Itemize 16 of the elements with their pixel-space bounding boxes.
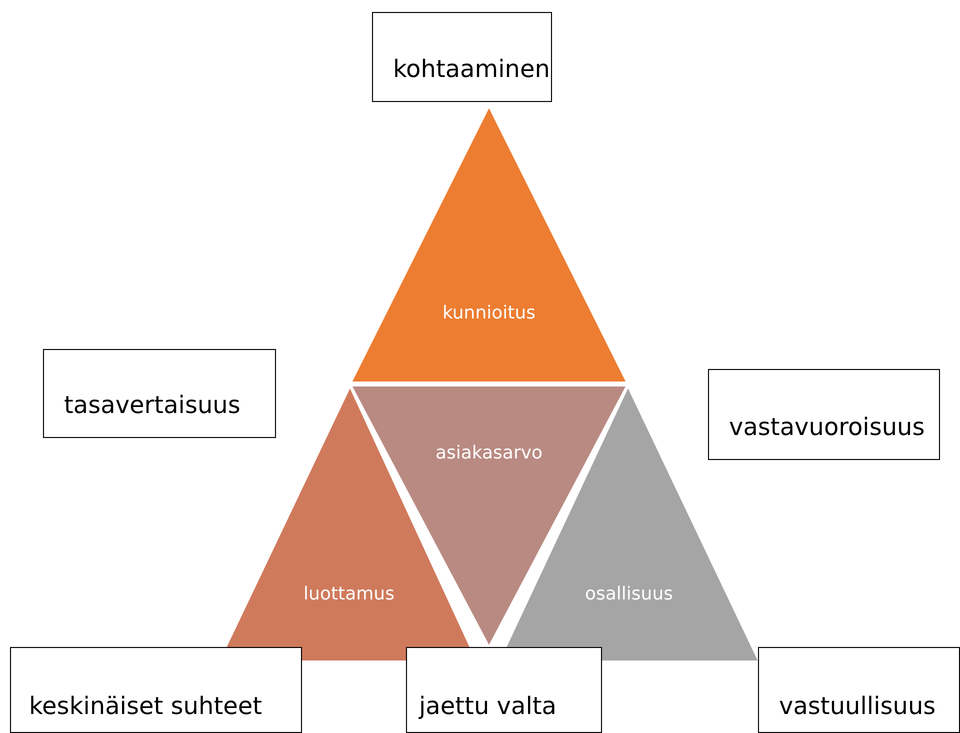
label-box <box>758 647 960 733</box>
label-box <box>372 12 552 102</box>
label-box <box>43 349 276 438</box>
box-label: tasavertaisuus <box>64 391 240 419</box>
label-box <box>708 369 940 460</box>
box-label: vastuullisuus <box>779 692 936 720</box>
label-box <box>10 647 302 733</box>
segment-label: osallisuus <box>585 584 673 604</box>
segment-label: luottamus <box>304 584 394 604</box>
label-box <box>406 647 602 733</box>
box-label: jaettu valta <box>419 692 556 720</box>
segment-label: asiakasarvo <box>435 442 543 464</box>
box-label: keskinäiset suhteet <box>29 692 262 720</box>
segment-label: kunnioitus <box>442 302 536 324</box>
box-label: vastavuoroisuus <box>729 413 925 441</box>
box-label: kohtaaminen <box>393 55 550 83</box>
